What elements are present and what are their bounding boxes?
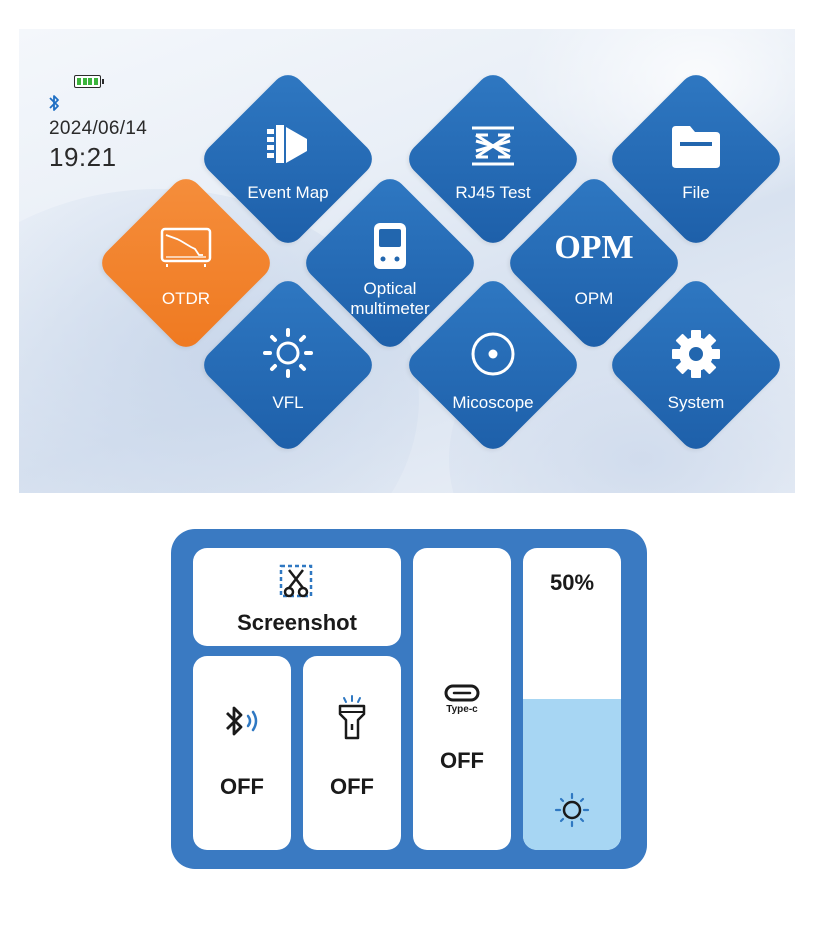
tile-label: Optical multimeter	[350, 279, 430, 318]
status-date: 2024/06/14	[49, 118, 148, 139]
opm-icon: OPM	[554, 229, 634, 266]
tile-event-map[interactable]: Event Map	[197, 68, 379, 250]
tile-label: OPM	[574, 289, 614, 308]
tile-label: Event Map	[247, 183, 329, 202]
rj45-icon	[472, 126, 514, 166]
multimeter-icon	[374, 223, 406, 269]
tile-file[interactable]: File	[605, 68, 787, 250]
device-home-screen: 2024/06/14 19:21 Event Map RJ45 Test	[19, 29, 795, 493]
bluetooth-icon	[49, 95, 59, 111]
bluetooth-state: OFF	[220, 774, 264, 799]
brightness-slider[interactable]: 50%	[523, 548, 621, 850]
screenshot-label: Screenshot	[237, 610, 357, 635]
tile-vfl[interactable]: VFL	[197, 274, 379, 456]
gear-icon	[672, 330, 720, 378]
tile-label: File	[682, 183, 710, 202]
quick-control-panel: Screenshot OFF OFF Type-c OFF	[171, 529, 647, 869]
brightness-sun-icon	[554, 792, 590, 828]
screenshot-scissors-icon	[279, 564, 313, 598]
microscope-icon	[471, 332, 515, 376]
tile-label: RJ45 Test	[455, 183, 531, 202]
flashlight-state: OFF	[330, 774, 374, 799]
type-c-state: OFF	[440, 748, 484, 773]
type-c-toggle[interactable]: Type-c OFF	[413, 548, 511, 850]
tile-system[interactable]: System	[605, 274, 787, 456]
screenshot-button[interactable]: Screenshot	[193, 548, 401, 646]
type-c-port-icon	[444, 684, 480, 702]
tile-otdr[interactable]: OTDR	[95, 172, 277, 354]
status-time: 19:21	[49, 142, 117, 172]
bluetooth-toggle[interactable]: OFF	[193, 656, 291, 850]
type-c-caption: Type-c	[446, 704, 478, 715]
brightness-percent: 50%	[549, 570, 595, 595]
sun-icon	[263, 328, 313, 378]
folder-icon	[672, 126, 720, 168]
flashlight-icon	[338, 695, 366, 740]
tile-label: Micoscope	[452, 393, 534, 412]
flashlight-toggle[interactable]: OFF	[303, 656, 401, 850]
tile-label: VFL	[272, 393, 304, 412]
tile-microscope[interactable]: Micoscope	[402, 274, 584, 456]
tile-rj45-test[interactable]: RJ45 Test	[402, 68, 584, 250]
tile-label: System	[667, 393, 725, 412]
tile-label: OTDR	[161, 289, 211, 308]
tile-optical-multimeter[interactable]: Optical multimeter	[299, 172, 481, 354]
battery-full-icon	[74, 75, 104, 88]
event-map-icon	[267, 125, 307, 163]
otdr-icon	[160, 227, 212, 267]
tile-opm[interactable]: OPM OPM	[503, 172, 685, 354]
bluetooth-sound-icon	[226, 706, 258, 736]
